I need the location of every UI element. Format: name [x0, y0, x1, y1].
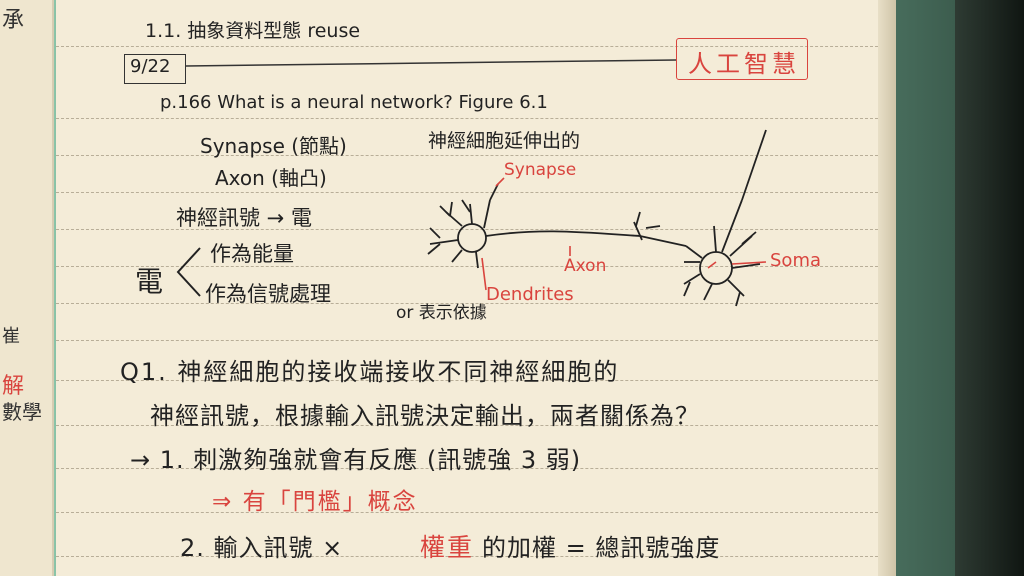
answer-line-1: → 1. 刺激夠強就會有反應 (訊號強 3 弱) — [130, 446, 582, 474]
page-edge — [878, 0, 896, 576]
answer-weight: 權重 — [420, 533, 475, 562]
note-synapse-arrow: 神經細胞延伸出的 — [428, 130, 581, 152]
left-page-char-3: 解 — [2, 374, 25, 399]
notebook-cover — [955, 0, 1024, 576]
note-processing: 作為信號處理 — [205, 282, 331, 306]
label-dendrites: Dendrites — [486, 284, 574, 305]
answer-line-2b: 的加權 = 總訊號強度 — [482, 534, 721, 562]
note-synapse: Synapse (節點) — [200, 134, 347, 158]
ruled-line — [56, 192, 878, 193]
note-or: or 表示依據 — [396, 303, 487, 323]
note-signal: 神經訊號 → 電 — [176, 206, 312, 230]
left-page-char-2: 崔 — [2, 326, 20, 347]
label-axon: Axon — [564, 256, 607, 276]
ruled-line — [56, 266, 878, 267]
ruled-line — [56, 556, 878, 557]
ruled-line — [56, 46, 878, 47]
note-energy: 作為能量 — [210, 242, 294, 266]
header-line: 1.1. 抽象資料型態 reuse — [145, 20, 361, 42]
title-box — [676, 38, 808, 80]
ruled-line — [56, 425, 878, 426]
ruled-line — [56, 512, 878, 513]
question-line-1: Q1. 神經細胞的接收端接收不同神經細胞的 — [120, 358, 620, 386]
label-soma: Soma — [770, 250, 822, 271]
left-page-char-4: 數學 — [2, 400, 42, 424]
note-electric: 電 — [135, 265, 164, 298]
answer-threshold-note: ⇒ 有「門檻」概念 — [212, 489, 418, 515]
note-axon: Axon (軸凸) — [215, 166, 327, 190]
left-notebook-page: 承 崔 解 數學 — [0, 0, 54, 576]
ruled-line — [56, 380, 878, 381]
ruled-line — [56, 468, 878, 469]
ruled-line — [56, 340, 878, 341]
date-text: 9/22 — [130, 56, 171, 77]
left-page-char-1: 承 — [2, 8, 25, 33]
date-box — [124, 54, 186, 84]
answer-line-2a: 2. 輸入訊號 × — [180, 534, 344, 562]
ruled-line — [56, 118, 878, 119]
ruled-line — [56, 155, 878, 156]
reference-line: p.166 What is a neural network? Figure 6… — [160, 92, 548, 113]
question-line-2: 神經訊號，根據輸入訊號決定輸出，兩者關係為？ — [150, 402, 700, 430]
label-synapse: Synapse — [504, 160, 577, 180]
title-text: 人工智慧 — [688, 50, 800, 78]
ruled-line — [56, 229, 878, 230]
ruled-line — [56, 303, 878, 304]
